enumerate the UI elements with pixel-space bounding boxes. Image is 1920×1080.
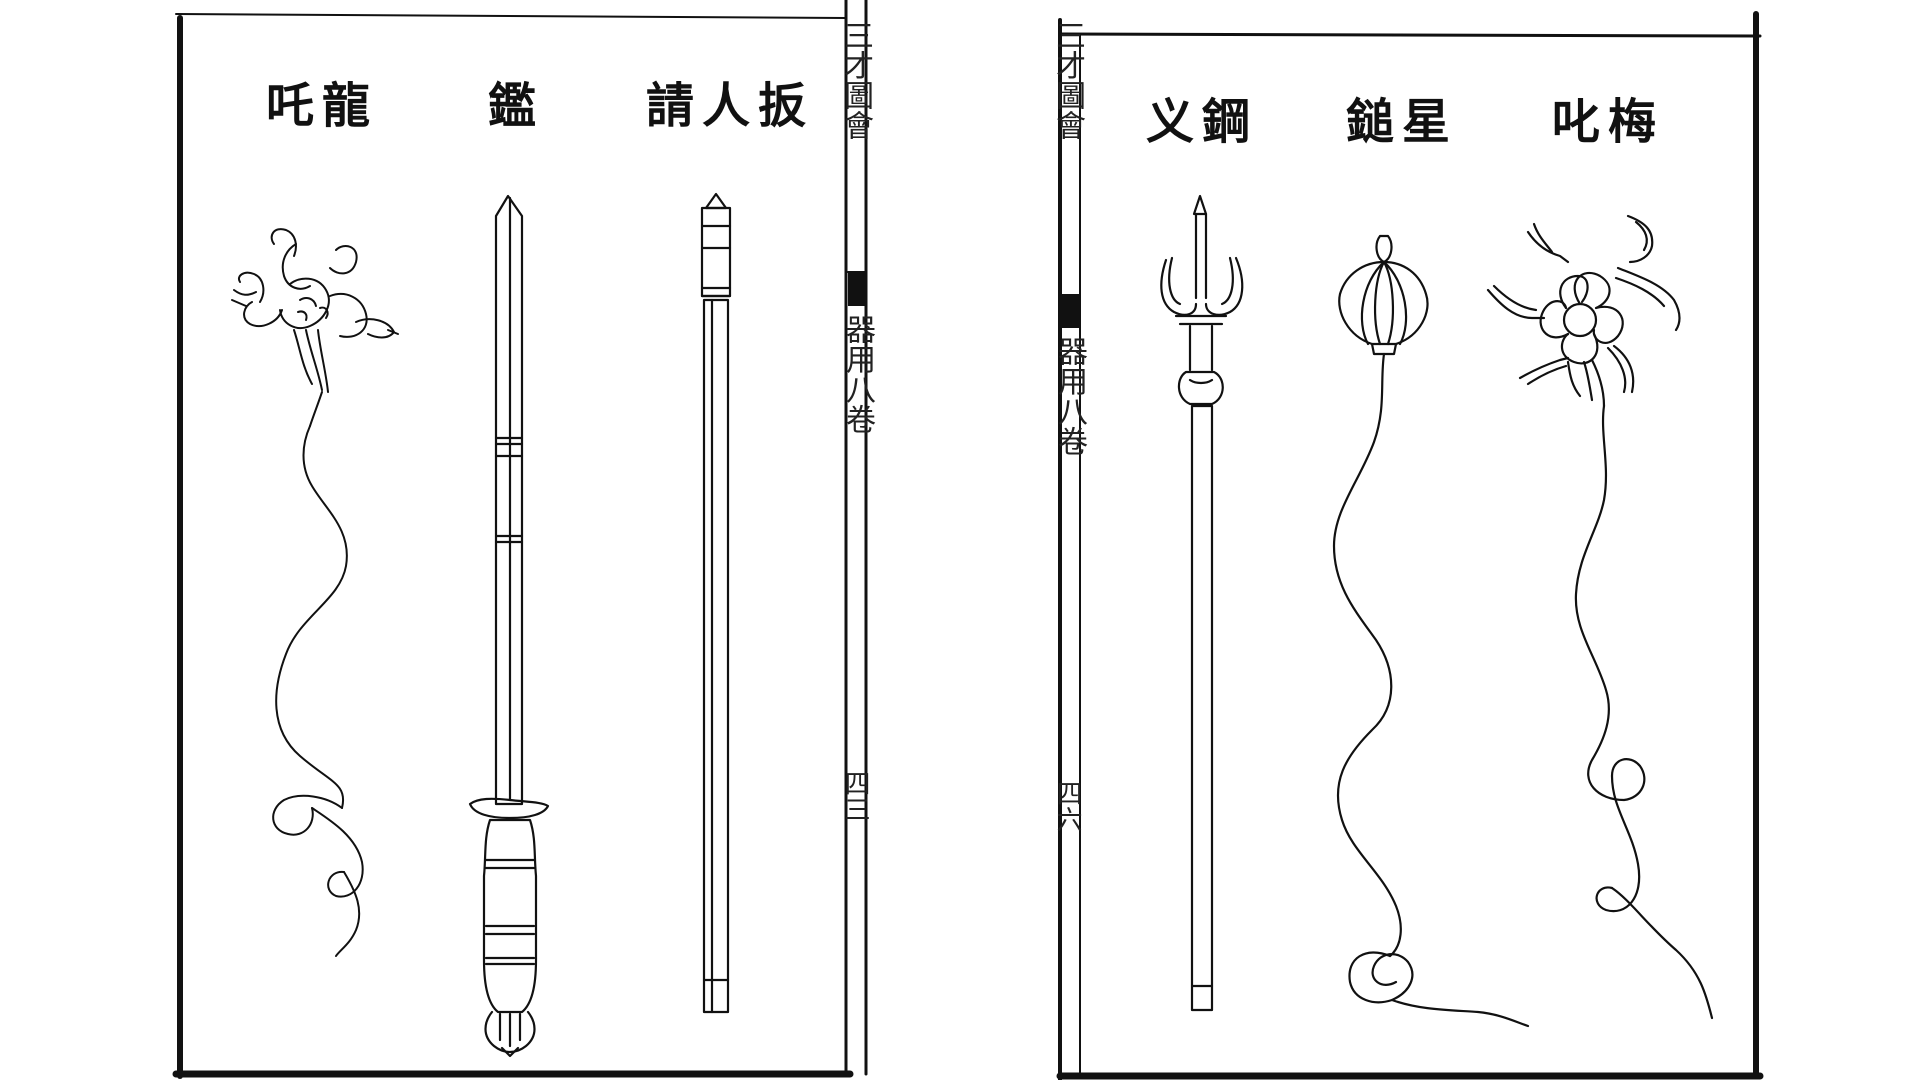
label-plum-flail: 叱梅 — [1551, 94, 1664, 150]
right-margin-chapter: 器用八卷 — [1052, 336, 1087, 456]
dragon-claw-weapon-drawing — [231, 228, 399, 957]
left-page-frame — [172, 0, 868, 1080]
label-meteor-hammer: 鎚星 — [1345, 94, 1458, 150]
label-dragon-claw: 吒龍 — [265, 78, 378, 134]
label-staff: 請人扳 — [645, 78, 814, 134]
staff-drawing — [700, 192, 732, 1014]
right-margin-page-number: 四六 — [1052, 780, 1082, 832]
label-sword: 鑑 — [487, 78, 544, 134]
right-page-frame — [1056, 11, 1764, 1080]
plum-flail-drawing — [1486, 214, 1714, 1020]
sword-drawing — [468, 194, 550, 1058]
trident-drawing — [1160, 194, 1244, 1012]
left-margin-book-title: 三才圖會 — [838, 20, 873, 140]
meteor-hammer-drawing — [1332, 234, 1530, 1028]
left-margin-chapter: 器用八卷 — [840, 314, 875, 434]
left-margin-page-number: 四三 — [840, 770, 870, 822]
right-margin-book-title: 三才圖會 — [1050, 20, 1085, 140]
label-trident: 义鋼 — [1145, 94, 1258, 150]
